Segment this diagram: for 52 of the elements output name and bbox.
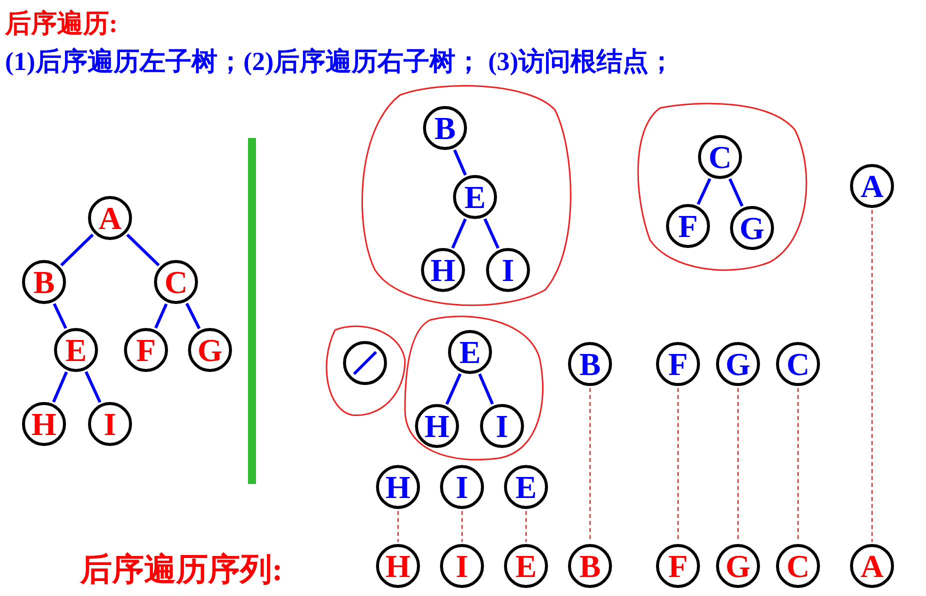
tree-node: H [22, 402, 66, 446]
tree-node: I [440, 465, 484, 509]
empty-set-node [343, 341, 387, 385]
tree-edge [696, 178, 712, 205]
tree-edge [126, 234, 160, 266]
tree-edge [451, 218, 467, 249]
tree-node: I [486, 248, 530, 292]
subtitle: (1)后序遍历左子树；(2)后序遍历右子树； (3)访问根结点； [5, 46, 674, 78]
tree-node: H [376, 544, 420, 588]
tree-node: A [850, 544, 894, 588]
tree-node: G [716, 544, 760, 588]
tree-edge [52, 371, 68, 403]
tree-edge [445, 373, 462, 405]
tree-node: F [656, 342, 700, 386]
tree-node: A [850, 164, 894, 208]
tree-node: B [423, 106, 467, 150]
tree-node: F [124, 328, 168, 372]
tree-edge [84, 371, 102, 403]
tree-edge [52, 303, 68, 329]
sequence-label: 后序遍历序列: [80, 550, 283, 589]
tree-node: C [776, 342, 820, 386]
tree-node: I [480, 404, 524, 448]
tree-node: E [54, 328, 98, 372]
tree-edge [60, 234, 94, 266]
tree-edge [453, 149, 467, 176]
tree-edge [185, 302, 201, 330]
tree-node: G [730, 206, 774, 250]
tree-node: I [88, 402, 132, 446]
tree-node: C [698, 135, 742, 179]
tree-node: H [376, 465, 420, 509]
tree-edge [484, 218, 500, 249]
tree-node: F [666, 204, 710, 248]
tree-node: G [188, 328, 232, 372]
tree-node: C [776, 544, 820, 588]
tree-node: H [421, 248, 465, 292]
tree-edge [728, 178, 744, 207]
tree-node: B [568, 342, 612, 386]
title: 后序遍历: [5, 8, 118, 40]
tree-node: H [415, 404, 459, 448]
tree-edge [478, 373, 494, 405]
tree-node: A [88, 196, 132, 240]
tree-node: B [22, 260, 66, 304]
tree-node: G [716, 342, 760, 386]
tree-node: E [504, 465, 548, 509]
tree-node: E [448, 330, 492, 374]
tree-node: F [656, 544, 700, 588]
tree-node: B [568, 544, 612, 588]
tree-node: C [154, 260, 198, 304]
tree-node: I [440, 544, 484, 588]
tree-node: E [453, 175, 497, 219]
tree-node: E [504, 544, 548, 588]
tree-edge [154, 303, 168, 329]
